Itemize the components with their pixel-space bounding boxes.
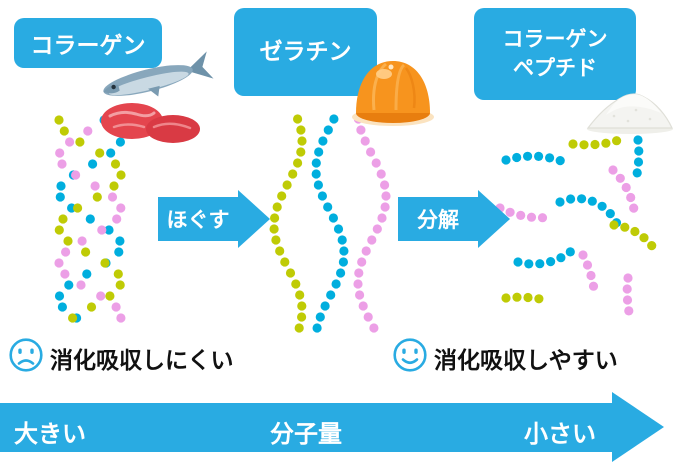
axis-label-molecular-weight: 分子量 (270, 421, 342, 448)
loosen-arrow: ほぐす (158, 190, 270, 248)
decompose-arrow: 分解 (398, 190, 510, 248)
jelly-icon (352, 61, 434, 126)
decompose-arrow-head (478, 190, 510, 248)
stage-label-collagen: コラーゲン (30, 32, 146, 58)
stage-label-peptide-line2: ペプチド (513, 57, 597, 80)
digestion-note-easy: 消化吸収しやすい (434, 347, 618, 373)
powder-icon (586, 93, 673, 134)
axis-label-large: 大きい (14, 421, 86, 448)
sad-face-icon (9, 338, 43, 372)
stage-label-peptide-line1: コラーゲン (502, 27, 608, 51)
gelatin-molecule-diagram (269, 114, 391, 333)
stage-box-collagen: コラーゲン (14, 18, 162, 68)
stage-box-peptide: コラーゲン ペプチド (474, 8, 636, 100)
stage-box-gelatin: ゼラチン (234, 8, 377, 96)
collagen-molecule-diagram (54, 115, 126, 323)
peptide-molecule-diagram (495, 135, 657, 316)
fish-and-meat-icon (101, 51, 214, 143)
decompose-arrow-label: 分解 (417, 209, 459, 232)
smiley-face-icon (393, 338, 427, 372)
loosen-arrow-label: ほぐす (166, 209, 230, 232)
digestion-note-hard: 消化吸収しにくい (50, 347, 234, 373)
loosen-arrow-head (238, 190, 270, 248)
axis-label-small: 小さい (524, 421, 596, 448)
axis-arrow-body (0, 403, 612, 452)
stage-label-gelatin: ゼラチン (259, 38, 352, 64)
axis-arrow-head (612, 392, 664, 462)
molecular-weight-axis-arrow: 大きい 分子量 小さい (0, 392, 700, 463)
